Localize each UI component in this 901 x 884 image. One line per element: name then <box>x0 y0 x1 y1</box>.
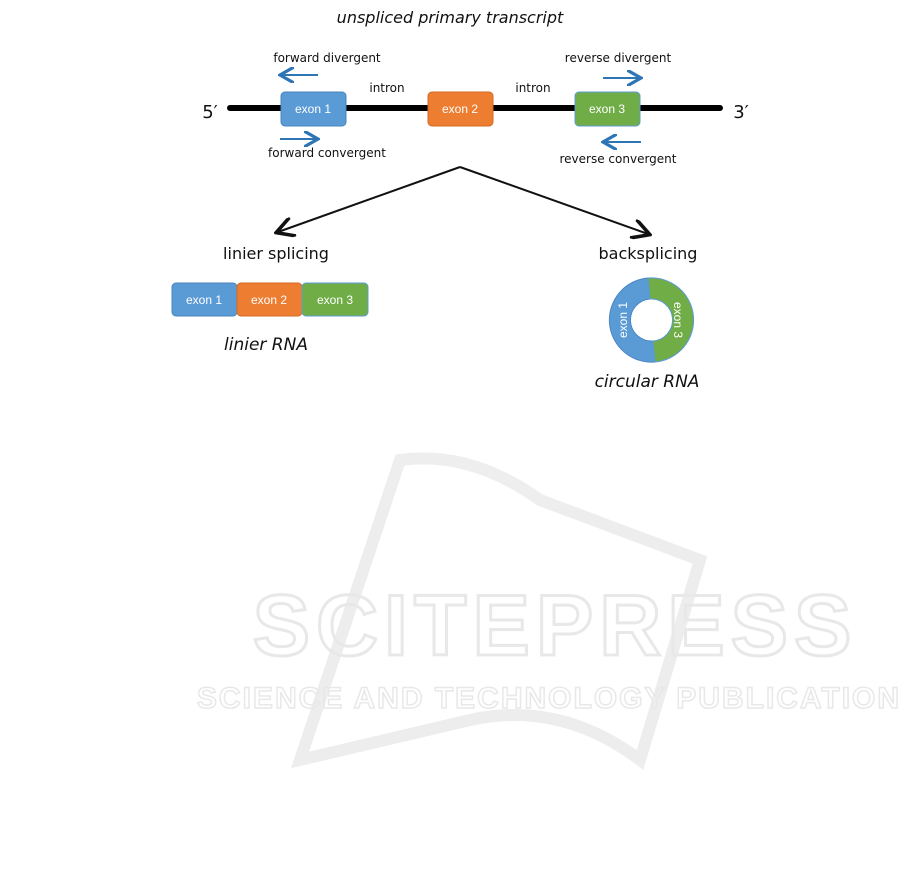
reverse-convergent-label: reverse convergent <box>560 152 677 166</box>
circular-exon-3-segment <box>647 277 695 363</box>
linear-splicing-heading: linier splicing <box>223 244 329 263</box>
circular-exon-1-label: exon 1 <box>616 302 630 338</box>
linear-exon-3-label: exon 3 <box>317 293 353 307</box>
linear-exon-1-label: exon 1 <box>186 293 222 307</box>
five-prime-label: 5′ <box>202 102 218 123</box>
exon-1-box <box>280 91 347 127</box>
exon-2-label: exon 2 <box>442 102 478 116</box>
intron-1-label: intron <box>369 81 404 95</box>
circular-rna-label: circular RNA <box>595 372 700 392</box>
exon-2-box <box>427 91 494 127</box>
three-prime-label: 3′ <box>733 102 749 123</box>
linear-exon-2-label: exon 2 <box>251 293 287 307</box>
exon-3-label: exon 3 <box>589 102 625 116</box>
circular-exon-3-label: exon 3 <box>671 302 685 338</box>
circular-exon-1-segment <box>608 277 656 363</box>
forward-divergent-label: forward divergent <box>273 51 381 65</box>
watermark-sub: SCIENCE AND TECHNOLOGY PUBLICATIONS <box>197 682 901 715</box>
exon-1-label: exon 1 <box>295 102 331 116</box>
linear-rna-label: linier RNA <box>224 335 308 355</box>
reverse-divergent-label: reverse divergent <box>565 51 672 65</box>
exon-3-box <box>574 91 641 127</box>
intron-2-label: intron <box>515 81 550 95</box>
backsplicing-heading: backsplicing <box>599 244 698 263</box>
watermark-main: SCITEPRESS <box>253 578 858 674</box>
forward-convergent-label: forward convergent <box>268 146 386 160</box>
diagram-title: unspliced primary transcript <box>337 8 564 27</box>
watermark: SCITEPRESS SCIENCE AND TECHNOLOGY PUBLIC… <box>196 452 901 770</box>
circular-path-arrow-icon <box>459 166 648 234</box>
linear-exon-3-box <box>301 282 369 317</box>
watermark-book-icon <box>290 452 708 770</box>
linear-path-arrow-icon <box>278 166 461 232</box>
